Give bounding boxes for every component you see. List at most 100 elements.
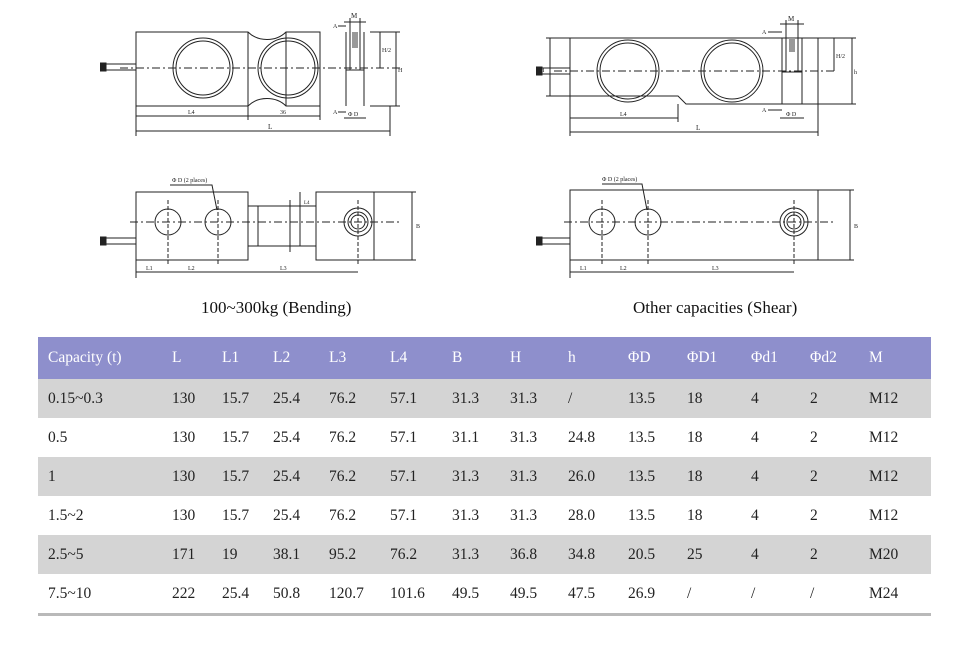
bending-top-l4-label: L4 (304, 201, 310, 206)
table-cell: 101.6 (380, 574, 442, 616)
table-cell: 31.3 (500, 379, 558, 418)
table-cell: 24.8 (568, 428, 596, 446)
bending-l-label: L (268, 123, 272, 131)
bending-h2-label: H/2 (382, 48, 391, 54)
table-cell: 4 (751, 506, 759, 524)
table-cell: 13.5 (628, 506, 656, 524)
header-l: L (162, 337, 212, 379)
table-cell: 76.2 (329, 506, 357, 524)
shear-top-view-drawing: Φ D (2 places) B L1 L2 L3 (536, 170, 866, 282)
table-cell: 31.3 (510, 506, 538, 524)
table-cell: 36.8 (500, 535, 558, 574)
table-cell: 18 (677, 457, 741, 496)
bending-h-label: H (398, 68, 403, 74)
table-cell: 130 (162, 379, 212, 418)
table-cell: 2 (800, 457, 859, 496)
table-row: 0.15~0.3 130 15.7 25.4 76.2 57.1 31.3 31… (38, 379, 931, 418)
table-cell: / (741, 574, 800, 616)
table-cell: 38.1 (263, 535, 319, 574)
table-cell: 1.5~2 (48, 506, 84, 524)
shear-od-label: Φ D (786, 112, 797, 118)
table-cell: 95.2 (319, 535, 380, 574)
table-cell: 57.1 (380, 457, 442, 496)
table-cell: 25.4 (273, 428, 301, 446)
header-capacity: Capacity (t) (38, 337, 162, 379)
table-cell: 15.7 (222, 506, 250, 524)
header-l2: L2 (263, 337, 319, 379)
table-cell: 222 (162, 574, 212, 616)
table-cell: 2 (800, 379, 859, 418)
table-cell: 76.2 (329, 428, 357, 446)
bending-m-label: M (351, 12, 358, 20)
shear-a-label-top: A (762, 30, 767, 36)
table-cell: M20 (859, 535, 931, 574)
table-cell: 20.5 (618, 535, 677, 574)
shear-b-label: B (854, 224, 858, 230)
table-cell: 49.5 (500, 574, 558, 616)
table-cell: 19 (212, 535, 263, 574)
table-cell: 4 (751, 428, 759, 446)
table-cell: 28.0 (568, 506, 596, 524)
table-cell: 13.5 (618, 379, 677, 418)
header-b: B (442, 337, 500, 379)
table-cell: 0.15~0.3 (38, 379, 162, 418)
table-cell: 26.0 (558, 457, 618, 496)
table-cell: 31.1 (452, 428, 480, 446)
table-cell: 18 (687, 428, 703, 446)
table-cell: 57.1 (390, 428, 418, 446)
table-cell: 15.7 (212, 379, 263, 418)
table-cell: 2 (810, 428, 818, 446)
shear-m-label: M (788, 15, 795, 23)
table-cell: 26.9 (618, 574, 677, 616)
table-cell: M12 (859, 457, 931, 496)
table-cell: 4 (741, 535, 800, 574)
table-row: 7.5~10 222 25.4 50.8 120.7 101.6 49.5 49… (38, 574, 931, 616)
table-cell: 31.3 (500, 457, 558, 496)
spec-table: Capacity (t) L L1 L2 L3 L4 B H h ΦD ΦD1 … (38, 337, 931, 616)
table-cell: 31.3 (442, 457, 500, 496)
table-cell: 1 (38, 457, 162, 496)
header-h-small: h (558, 337, 618, 379)
table-cell: 34.8 (558, 535, 618, 574)
bending-a-label-top: A (333, 24, 338, 30)
header-phi-small-d1: Φd1 (741, 337, 800, 379)
table-cell: / (800, 574, 859, 616)
bending-36-label: 36 (280, 110, 286, 116)
table-cell: 0.5 (48, 428, 68, 446)
table-cell: 18 (687, 506, 703, 524)
shear-l1-label: L1 (580, 266, 587, 272)
header-phi-small-d2: Φd2 (800, 337, 859, 379)
table-cell: 130 (162, 457, 212, 496)
table-cell: 31.3 (510, 428, 538, 446)
header-m: M (859, 337, 931, 379)
shear-holes-label: Φ D (2 places) (602, 176, 637, 183)
header-l3: L3 (319, 337, 380, 379)
table-cell: 15.7 (212, 457, 263, 496)
header-phi-d1: ΦD1 (677, 337, 741, 379)
table-cell: 25.4 (273, 506, 301, 524)
table-cell: M24 (859, 574, 931, 616)
table-cell: 130 (172, 506, 196, 524)
shear-l4-label: L4 (620, 112, 627, 118)
table-cell: M12 (869, 428, 899, 446)
table-cell: M12 (859, 379, 931, 418)
table-row: 1 130 15.7 25.4 76.2 57.1 31.3 31.3 26.0… (38, 457, 931, 496)
header-l4: L4 (380, 337, 442, 379)
table-cell: / (558, 379, 618, 418)
table-cell: 25.4 (212, 574, 263, 616)
table-cell: 7.5~10 (38, 574, 162, 616)
table-cell: / (677, 574, 741, 616)
table-cell: 120.7 (319, 574, 380, 616)
shear-caption: Other capacities (Shear) (633, 298, 798, 317)
table-cell: 2.5~5 (38, 535, 162, 574)
table-row: 2.5~5 171 19 38.1 95.2 76.2 31.3 36.8 34… (38, 535, 931, 574)
table-cell: 25 (677, 535, 741, 574)
shear-h-label: H (540, 68, 545, 74)
bending-l1-label: L1 (146, 266, 153, 272)
bending-holes-label: Φ D (2 places) (172, 177, 207, 184)
bending-l2-label: L2 (188, 266, 195, 272)
table-cell: M12 (869, 506, 899, 524)
table-cell: 47.5 (558, 574, 618, 616)
table-cell: 25.4 (263, 379, 319, 418)
bending-l3-label: L3 (280, 266, 287, 272)
